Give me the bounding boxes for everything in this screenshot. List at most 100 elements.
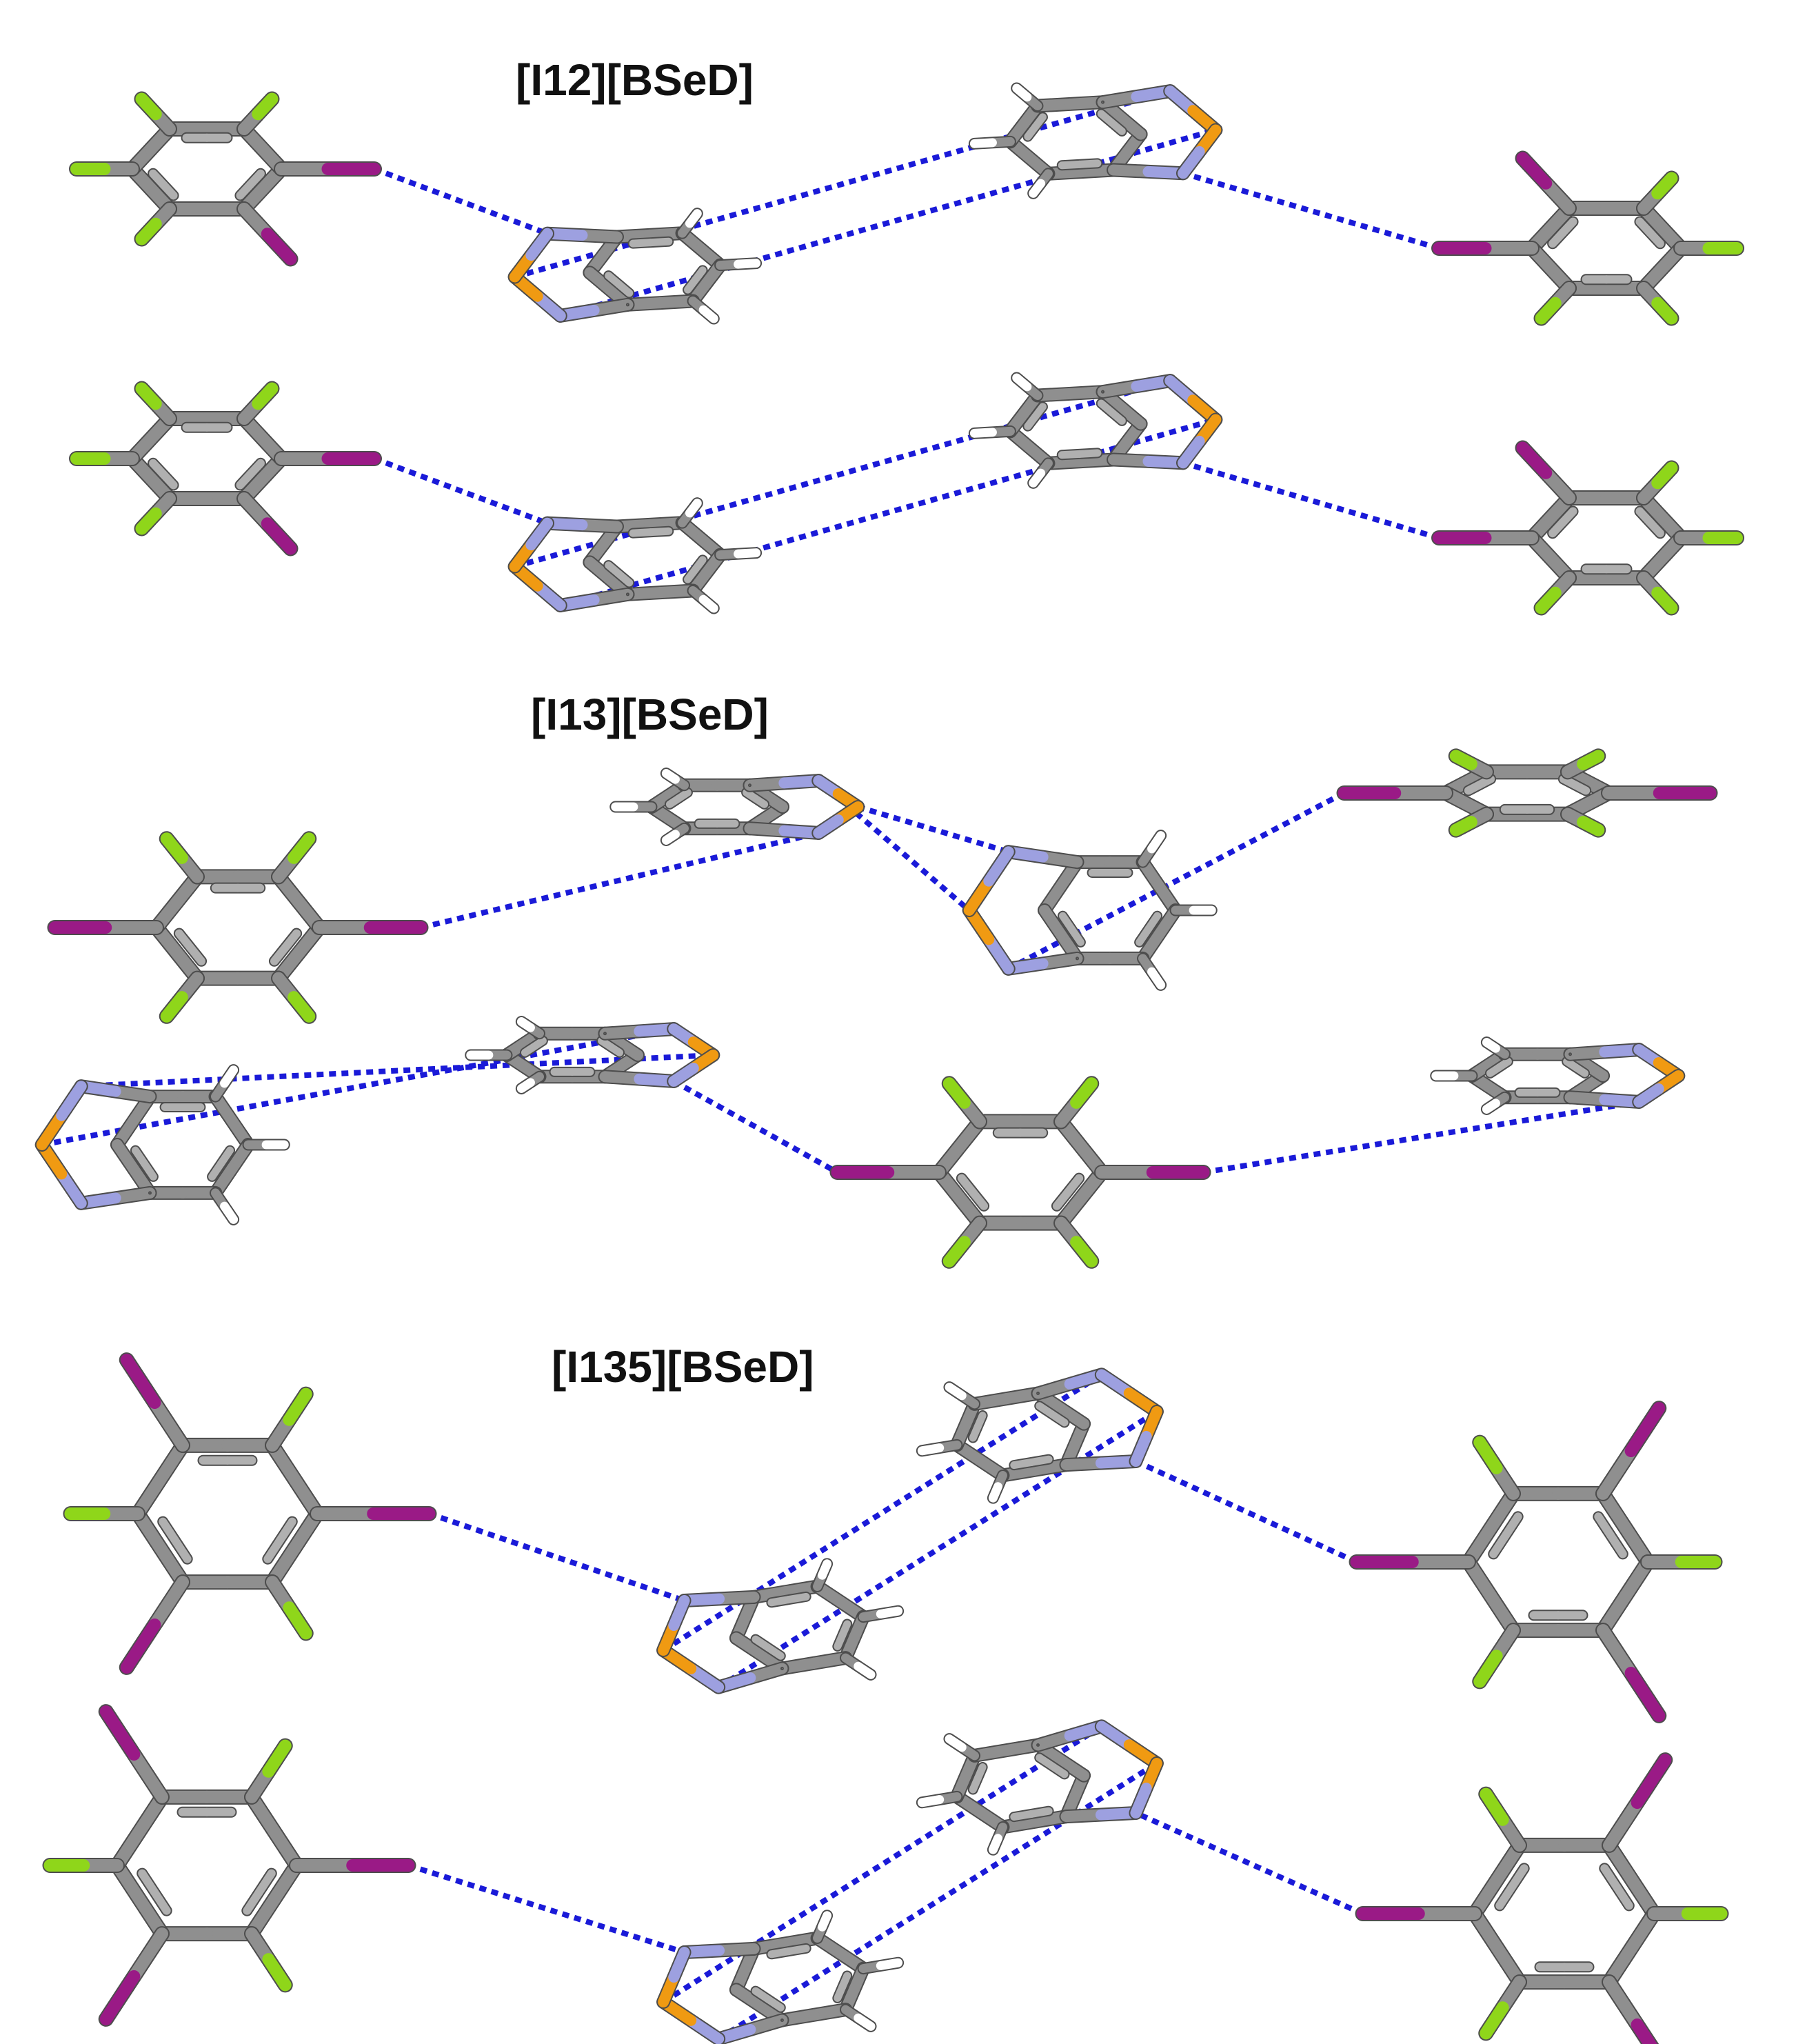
halogen-bond-contact (1134, 1459, 1358, 1565)
i13-left-c-f-bond (160, 832, 188, 864)
bsed-lower-ring-bond (584, 267, 614, 294)
bsed-upper-double-bond (1031, 113, 1047, 131)
i135-left-c-i-bond (148, 1396, 189, 1452)
i135-right-double-bond (1501, 1512, 1522, 1540)
bsed-up-c-h-bond (988, 1482, 1002, 1503)
left-halobenzene-c-i-bond (261, 228, 297, 265)
bsed-low-c-h-bond (854, 2013, 876, 2031)
bsed-b-c-h-bond (1147, 831, 1166, 854)
bsed-upper-c-n-bond (1108, 164, 1154, 177)
bsed-up-double-bond (1048, 1410, 1069, 1427)
bsed-lower-c-h-bond (685, 499, 702, 518)
bsed-up-n-se-bond (1130, 1430, 1152, 1467)
bsed-e-c-h-bond (1482, 1099, 1500, 1114)
bsed-c-ring-bond (112, 1139, 139, 1174)
left-halobenzene-c-f-bond (252, 382, 279, 410)
right-halobenzene-c-f-bond (1651, 586, 1678, 614)
bsed-upper-ring-bond (1116, 112, 1147, 140)
bsed-c-c-h-bond (220, 1201, 239, 1224)
left-halobenzene-c-f-bond (135, 382, 162, 410)
i13-right-c-f-bond (1449, 750, 1477, 770)
bsed-a-c-h-bond (661, 830, 680, 845)
bsed-up-double-bond (1048, 1762, 1069, 1779)
bsed-b-c-h-bond (1147, 967, 1166, 990)
i135-right-c-i-bond (1624, 1402, 1666, 1458)
right-halobenzene-c-f-bond (1535, 297, 1562, 325)
bsed-up-c-h-bond (988, 1834, 1002, 1854)
bsed-lower-double-bond (647, 237, 673, 247)
bsed-up-n-se-bond (1096, 1369, 1135, 1399)
bsed-d-c-n-bond (599, 1071, 645, 1085)
i135-right-c-i-bond (1603, 1796, 1644, 1852)
bsed-up-ring-bond (1055, 1754, 1090, 1781)
bsed-up-c-n-bond (1060, 1457, 1107, 1471)
right-halobenzene-c-i-bond (1516, 152, 1553, 190)
bsed-c-n-se-bond (56, 1168, 87, 1209)
bsed-e-c-n-bond (1564, 1046, 1611, 1060)
bsed-lower-double-bond (605, 272, 623, 288)
halogen-bond-contact (1202, 1099, 1639, 1175)
bsed-c-n-se-bond (56, 1081, 87, 1121)
bsed-upper-double-bond (1107, 119, 1126, 135)
i13-right-c-f-bond (1577, 750, 1605, 770)
bsed-a-n-se-bond (813, 814, 844, 839)
bsed-d-ring-bond (616, 1039, 643, 1061)
i135-left-c-i-bond (148, 1576, 189, 1631)
panel-title-i13: [I13][BSeD] (531, 690, 769, 739)
bsed-c-n-se-bond (36, 1110, 68, 1150)
chalcogen-bond-contact (816, 779, 971, 913)
right-halobenzene-c-f-bond (1651, 297, 1678, 325)
i135-right-double-bond (1606, 1531, 1627, 1559)
i13-left-double-bond (174, 929, 194, 952)
bsed-e-n-se-bond (1633, 1083, 1664, 1108)
bsed-low-double-bond (834, 1983, 847, 2002)
chalcogen-bond-contact (559, 417, 1217, 608)
bsed-up-c-h-bond (945, 1734, 967, 1752)
bsed-low-c-n-bond (714, 1591, 760, 1605)
right-halobenzene-c-f-bond (1651, 172, 1678, 200)
bsed-upper-ring-bond (1116, 402, 1147, 430)
bsed-up-c-h-bond (917, 1795, 945, 1807)
i135-left-c-i-bond (128, 1927, 168, 1983)
i13-mid-c-f-bond (1070, 1236, 1098, 1268)
bsed-low-double-bond (751, 1635, 772, 1652)
bsed-low-ring-bond (730, 1632, 765, 1659)
bsed-upper-double-bond (1058, 160, 1084, 170)
i135-right-c-f-bond (1480, 2001, 1509, 2040)
bsed-lower-n-se-bond (525, 517, 554, 551)
bsed-up-double-bond (1010, 1458, 1036, 1470)
bsed-lower-ring-bond (584, 557, 614, 584)
i135-left-c-f-bond (262, 1953, 292, 1992)
bsed-low-c-h-bond (818, 1911, 832, 1932)
i13-right-double-bond (1571, 781, 1591, 795)
bsed-lower-c-h-bond (734, 548, 761, 559)
bsed-a-c-n-bond (744, 777, 790, 791)
bsed-low-n-se-bond (685, 2014, 725, 2044)
halogen-bond-contact (672, 1079, 839, 1175)
chalcogen-bond-contact (857, 804, 1009, 855)
left-halobenzene-c-f-bond (252, 92, 279, 121)
bsed-low-double-bond (785, 1592, 810, 1604)
bsed-upper-c-n-bond (1108, 454, 1154, 467)
right-halobenzene-c-i-bond (1516, 441, 1553, 479)
halogen-bond-contact (420, 830, 820, 930)
bsed-upper-n-se-bond (1177, 146, 1205, 179)
i135-right-c-i-bond (1624, 1666, 1666, 1722)
i135-left-c-i-bond (99, 1705, 141, 1761)
bsed-upper-c-h-bond (1012, 373, 1032, 392)
bsed-up-ring-bond (1055, 1403, 1090, 1430)
bsed-b-c-n-bond (1037, 952, 1083, 970)
right-halobenzene-double-bond (1646, 228, 1664, 248)
right-halobenzene-double-bond (1558, 507, 1577, 527)
bsed-lower-c-h-bond (734, 259, 761, 269)
right-halobenzene-double-bond (1646, 518, 1664, 538)
bsed-upper-c-h-bond (969, 428, 997, 438)
right-halobenzene-c-f-bond (1651, 461, 1678, 490)
bsed-low-c-n-bond (714, 1943, 760, 1956)
halogen-bond-contact (1182, 170, 1440, 251)
chalcogen-bond-contact (41, 1026, 674, 1148)
bsed-e-double-bond (1572, 1063, 1589, 1077)
bsed-upper-c-n-bond (1097, 91, 1142, 108)
bsed-low-double-bond (834, 1631, 847, 1650)
